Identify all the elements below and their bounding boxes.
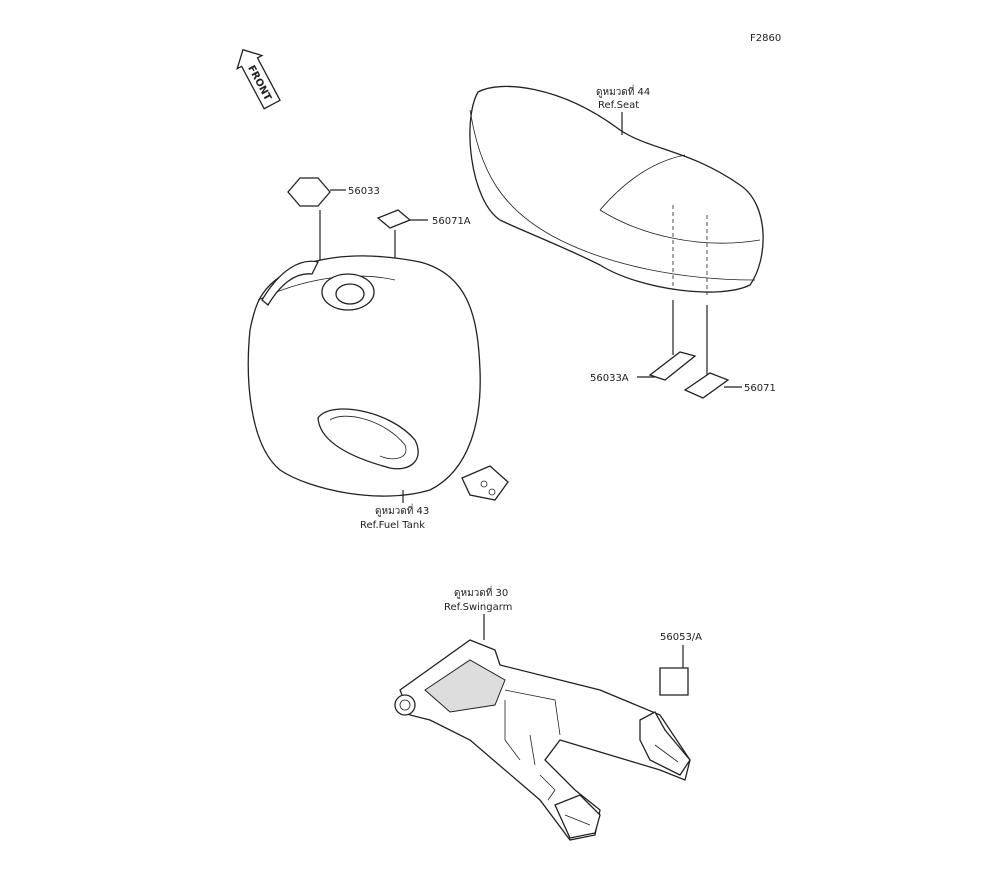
- part-number-56071A: 56071A: [432, 216, 471, 227]
- front-arrow-icon: FRONT: [236, 48, 281, 110]
- fuel-tank: ดูหมวดที่ 43 Ref.Fuel Tank: [247, 255, 509, 531]
- swingarm: ดูหมวดที่ 30 Ref.Swingarm: [394, 585, 691, 841]
- label-56033A: [648, 351, 697, 381]
- fuel-tank-ref-label: Ref.Fuel Tank: [360, 520, 425, 531]
- label-56053-A: [659, 667, 689, 696]
- swingarm-ref-label: Ref.Swingarm: [444, 602, 512, 613]
- seat: ดูหมวดที่ 44 Ref.Seat: [469, 84, 764, 375]
- label-56071A: [376, 209, 412, 229]
- swingarm-ref-thai: ดูหมวดที่ 30: [454, 585, 508, 599]
- label-56071: [683, 372, 730, 399]
- seat-ref-label: Ref.Seat: [598, 100, 639, 111]
- part-number-56033A: 56033A: [590, 373, 629, 384]
- part-number-56033: 56033: [348, 186, 380, 197]
- seat-ref-thai: ดูหมวดที่ 44: [596, 84, 650, 98]
- part-number-56053A: 56053/A: [660, 632, 702, 643]
- figure-code: F2860: [750, 33, 781, 44]
- fuel-tank-ref-thai: ดูหมวดที่ 43: [375, 503, 429, 517]
- label-56033: [287, 177, 331, 207]
- part-number-56071: 56071: [744, 383, 776, 394]
